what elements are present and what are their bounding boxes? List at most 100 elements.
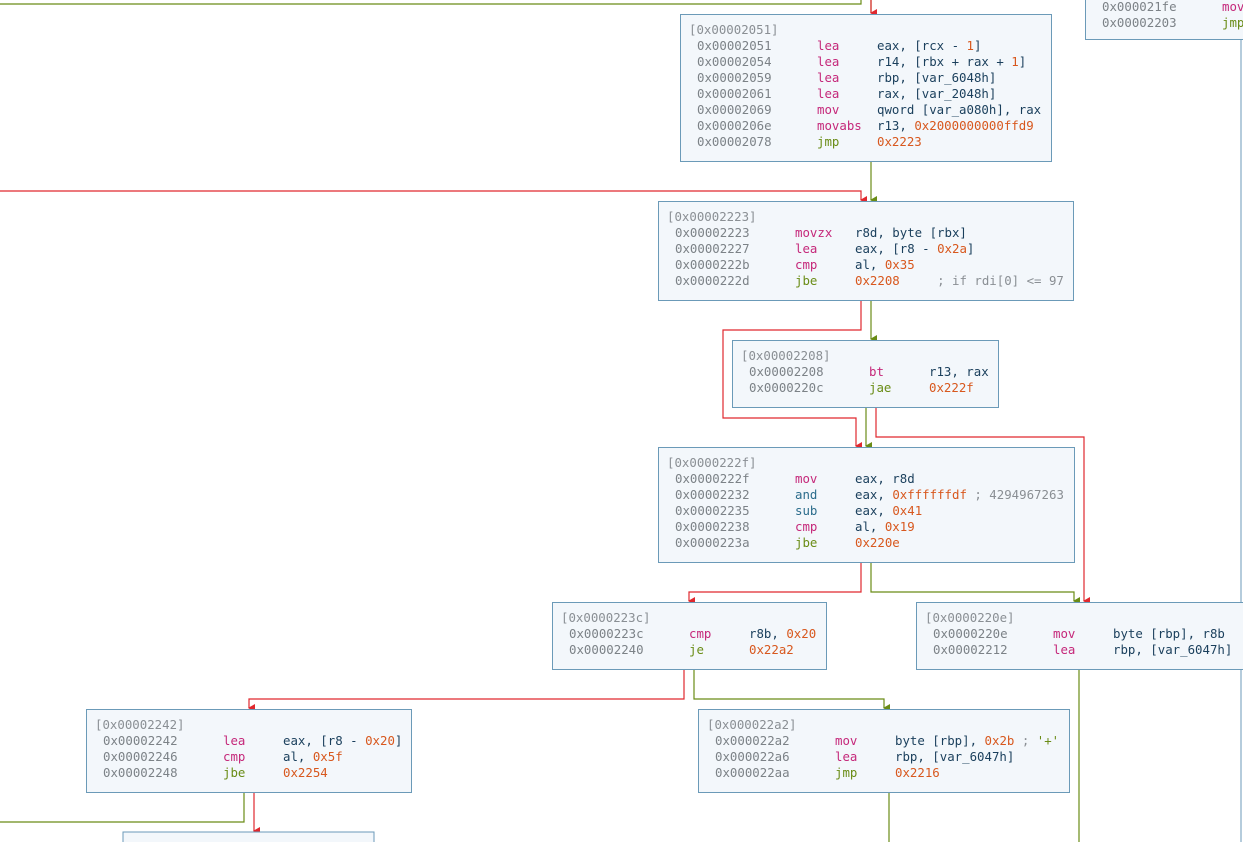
instruction-address[interactable]: 0x0000220c [749, 380, 824, 395]
immediate-value[interactable]: 0x20 [786, 626, 817, 641]
instruction-row[interactable]: 0x0000220c jae 0x222f [741, 380, 998, 396]
instruction-address[interactable]: 0x00002248 [103, 765, 178, 780]
instruction-address[interactable]: 0x0000220e [933, 626, 1008, 641]
instruction-operands: eax, 0x41 [855, 503, 922, 519]
instruction-address[interactable]: 0x00002235 [675, 503, 750, 518]
immediate-value[interactable]: 0x2b [984, 733, 1015, 748]
immediate-value[interactable]: 0x2208 [855, 273, 900, 288]
instruction-address[interactable]: 0x00002227 [675, 241, 750, 256]
instruction-address[interactable]: 0x000022aa [715, 765, 790, 780]
instruction-mnemonic: jbe [795, 535, 818, 550]
instruction-mnemonic: cmp [223, 749, 246, 764]
instruction-address[interactable]: 0x00002240 [569, 642, 644, 657]
instruction-address[interactable]: 0x000022a6 [715, 749, 790, 764]
instruction-address[interactable]: 0x0000222d [675, 273, 750, 288]
instruction-mnemonic: jae [869, 380, 892, 395]
instruction-address[interactable]: 0x0000223c [569, 626, 644, 641]
instruction-address[interactable]: 0x00002203 [1102, 15, 1177, 30]
instruction-address[interactable]: 0x00002208 [749, 364, 824, 379]
instruction-operands: r13, 0x2000000000ffd9 [877, 118, 1034, 134]
instruction-address[interactable]: 0x00002054 [697, 54, 772, 69]
immediate-value[interactable]: 0x2a [937, 241, 967, 256]
instruction-address[interactable]: 0x00002059 [697, 70, 772, 85]
immediate-value[interactable]: 0x2254 [283, 765, 328, 780]
instruction-address[interactable]: 0x00002061 [697, 86, 772, 101]
immediate-value[interactable]: 0x22a2 [749, 642, 794, 657]
instruction-operands: rbp, [var_6047h] [895, 749, 1014, 765]
instruction-address[interactable]: 0x0000206e [697, 118, 772, 133]
immediate-value[interactable]: 0x5f [312, 749, 343, 764]
instruction-address[interactable]: 0x00002069 [697, 102, 772, 117]
instruction-row[interactable]: 0x0000223a jbe 0x220e [667, 535, 1074, 551]
instruction-address[interactable]: 0x000021fe [1102, 0, 1177, 14]
immediate-value[interactable]: 1 [966, 38, 974, 53]
instruction-address[interactable]: 0x00002223 [675, 225, 750, 240]
instruction-address[interactable]: 0x00002238 [675, 519, 750, 534]
operand-text: rax, [var_2048h] [877, 86, 997, 101]
instruction-address[interactable]: 0x0000223a [675, 535, 750, 550]
immediate-value[interactable]: 0x2216 [895, 765, 940, 780]
instruction-address[interactable]: 0x000022a2 [715, 733, 790, 748]
operand-text: rbp, [var_6048h] [877, 70, 997, 85]
immediate-value[interactable]: 0x222f [929, 380, 974, 395]
instruction-mnemonic: movzx [795, 225, 833, 240]
instruction-address[interactable]: 0x00002232 [675, 487, 750, 502]
immediate-value[interactable]: 0x220e [855, 535, 900, 550]
instruction-address[interactable]: 0x00002078 [697, 134, 772, 149]
immediate-value[interactable]: 0x41 [892, 503, 923, 518]
instruction-operands: qword [var_a080h], rax [877, 102, 1041, 118]
immediate-value[interactable]: 0x20 [365, 733, 395, 748]
instruction-address[interactable]: 0x00002051 [697, 38, 772, 53]
immediate-value[interactable]: 0x19 [884, 519, 915, 534]
immediate-value[interactable]: 0xffffffdf [892, 487, 967, 502]
instruction-address[interactable]: 0x00002212 [933, 642, 1008, 657]
immediate-value[interactable]: 0x2000000000ffd9 [914, 118, 1034, 133]
instruction-mnemonic: cmp [795, 257, 818, 272]
instruction-address[interactable]: 0x0000222b [675, 257, 750, 272]
immediate-value[interactable]: 0x35 [884, 257, 915, 272]
instruction-address[interactable]: 0x00002246 [103, 749, 178, 764]
instruction-operands: r14, [rbx + rax + 1] [877, 54, 1026, 70]
instruction-address[interactable]: 0x0000222f [675, 471, 750, 486]
immediate-value[interactable]: 1 [1011, 54, 1019, 69]
instruction-address[interactable]: 0x00002242 [103, 733, 178, 748]
immediate-value[interactable]: 0x2223 [877, 134, 922, 149]
